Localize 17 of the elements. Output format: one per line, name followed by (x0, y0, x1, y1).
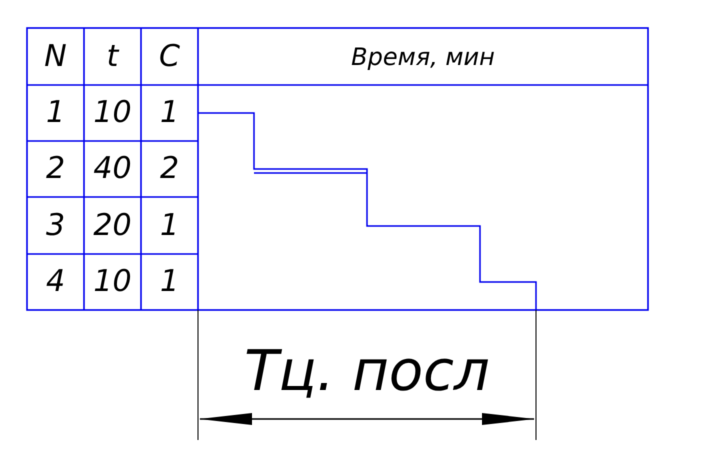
column-header: Время, мин (351, 45, 495, 69)
table-cell: 20 (93, 210, 132, 240)
table-cell: 40 (93, 154, 132, 184)
table-cell: 1 (160, 267, 180, 297)
dimension-label: Тц. посл (244, 344, 490, 400)
table-cell: 2 (46, 154, 66, 184)
column-header: N (44, 42, 67, 72)
table-cell: 4 (46, 267, 66, 297)
table-cell: 10 (93, 98, 132, 128)
table-cell: 1 (160, 210, 180, 240)
table-cell: 2 (160, 154, 180, 184)
column-header: t (106, 42, 118, 72)
table-cell: 3 (46, 210, 66, 240)
table-cell: 1 (46, 98, 66, 128)
table-cell: 10 (93, 267, 132, 297)
table-cell: 1 (160, 98, 180, 128)
column-header: C (159, 42, 180, 72)
